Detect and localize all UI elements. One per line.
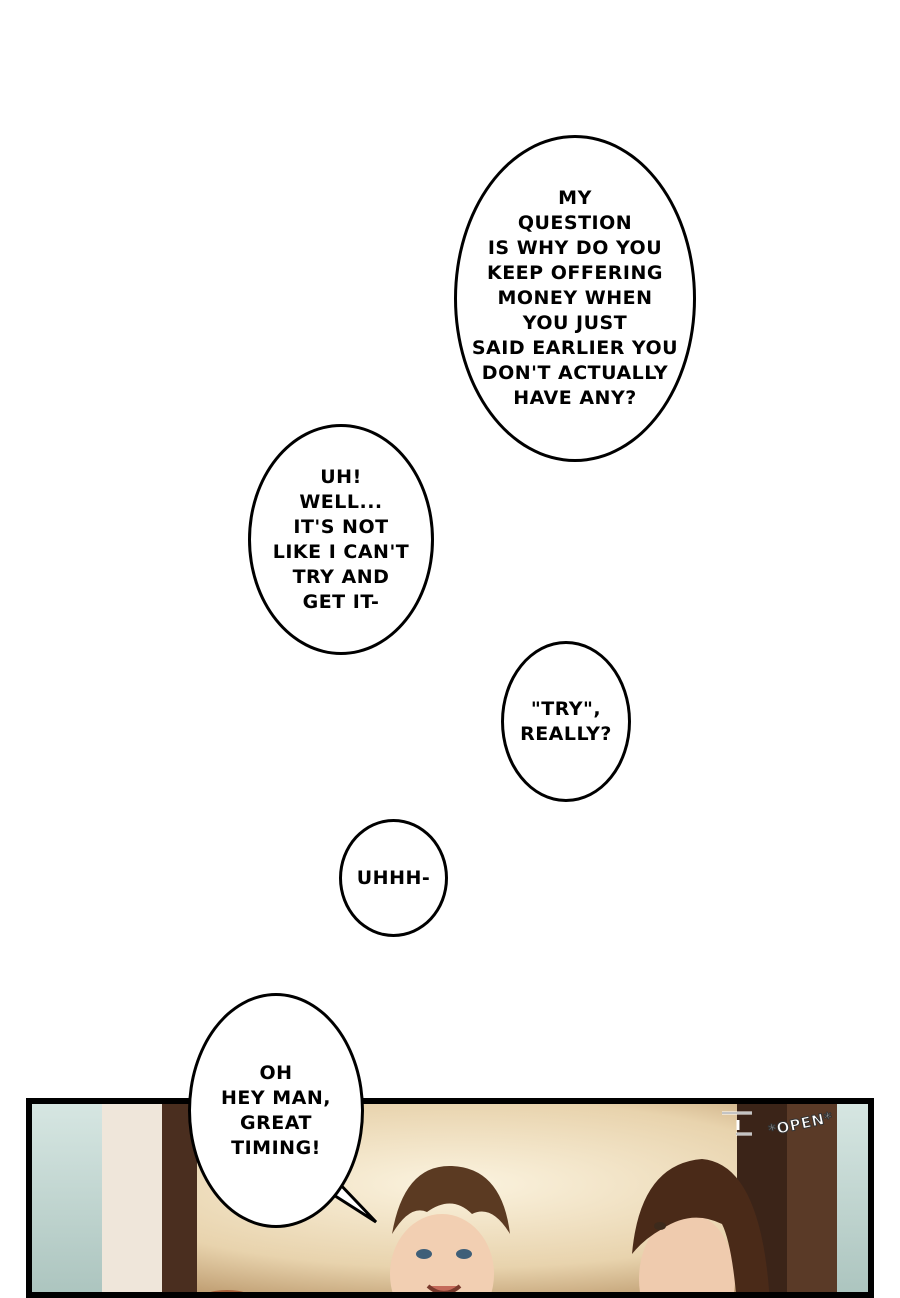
bubble-text: UHHH- (356, 866, 431, 889)
speech-bubble-question: MY QUESTION IS WHY DO YOU KEEP OFFERING … (454, 135, 696, 462)
speech-bubble-uh-well: UH! WELL... IT'S NOT LIKE I CAN'T TRY AN… (248, 424, 434, 655)
speech-bubble-try-really: "TRY", REALLY? (501, 641, 631, 802)
bubble-text: OH HEY MAN, GREAT TIMING! (221, 1061, 331, 1159)
bubble-text: MY QUESTION IS WHY DO YOU KEEP OFFERING … (471, 187, 679, 409)
comic-panel (26, 1098, 874, 1298)
bubble-text: UH! WELL... IT'S NOT LIKE I CAN'T TRY AN… (272, 465, 410, 613)
speech-bubble-oh-hey-man: OH HEY MAN, GREAT TIMING! (188, 993, 364, 1228)
speech-bubble-uhhh: UHHH- (339, 819, 448, 937)
bubble-text: "TRY", REALLY? (520, 697, 612, 745)
panel-artwork (32, 1104, 868, 1292)
